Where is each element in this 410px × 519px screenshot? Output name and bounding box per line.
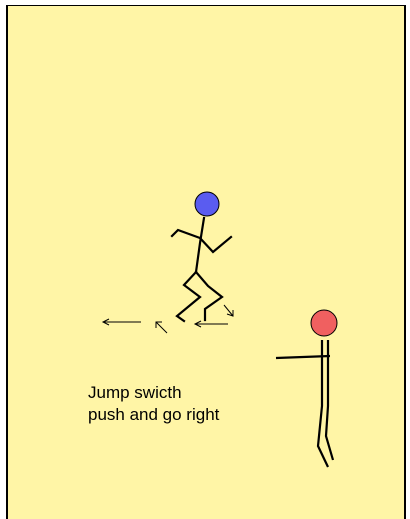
caption-line-2: push and go right [88,404,219,426]
background [8,6,406,519]
defender-head [311,310,337,336]
diagram-canvas: Jump swicth push and go right [6,5,406,519]
jumper-head [195,192,219,216]
caption: Jump swicth push and go right [88,382,219,426]
diagram-drawing [8,6,406,519]
caption-line-1: Jump swicth [88,382,219,404]
